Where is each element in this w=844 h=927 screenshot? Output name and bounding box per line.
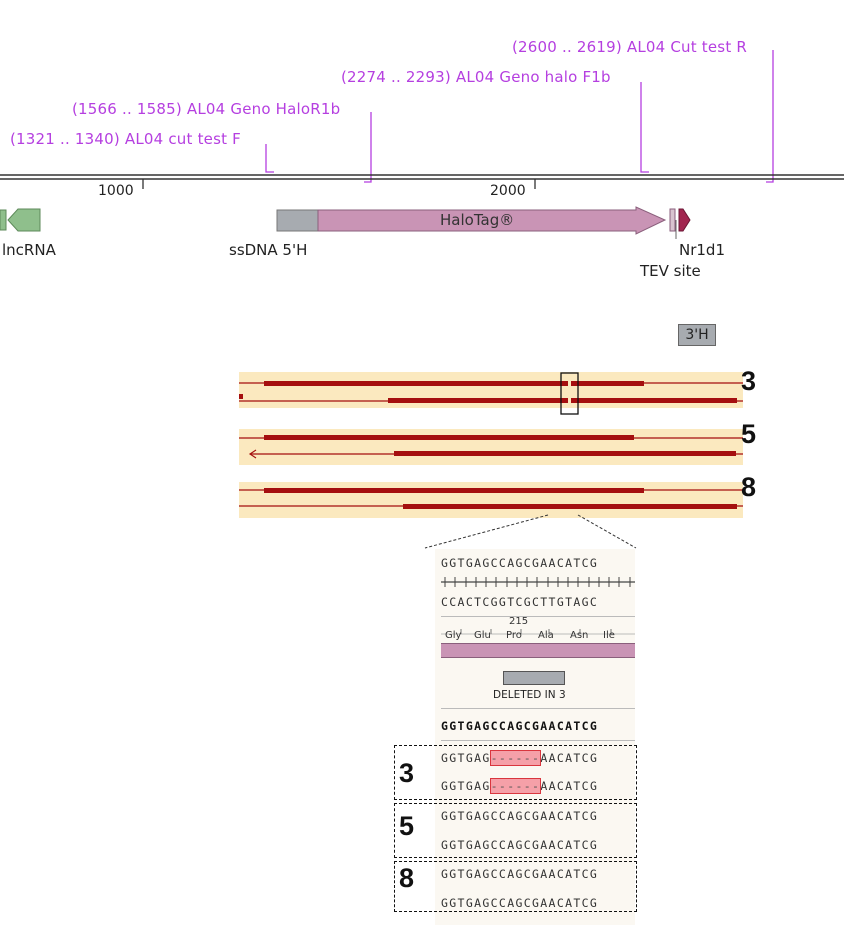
lncrna-feature-left [0,209,7,231]
read-8b: GGTGAGCCAGCGAACATCG [441,896,599,910]
read-3b-right: AACATCG [540,779,599,793]
read-tracks [239,372,743,518]
read-3b-left: GGTGAG [441,779,491,793]
lncrna-label: lncRNA [2,241,56,259]
tev-site-feature [669,208,676,232]
feature-separator [441,708,635,709]
three-h-badge: 3'H [678,324,716,346]
sequence-backbone [0,174,844,189]
bottom-strand-sequence: CCACTCGGTCGCTTGTAGC [441,595,599,609]
consensus-separator [441,740,635,741]
zoom-guides [424,514,637,549]
ssdna-5h-label: ssDNA 5'H [229,241,308,259]
halotag-feature-bar [441,643,635,658]
read-3a: GGTGAG------AACATCG [441,750,599,766]
primer-marker-cut-test-f [265,144,274,173]
consensus-sequence: GGTGAGCCAGCGAACATCG [441,719,599,733]
read-3a-left: GGTGAG [441,751,491,765]
primer-label-cut-test-f[interactable]: (1321 .. 1340) AL04 cut test F [10,130,241,148]
read-track-label-5: 5 [741,419,757,449]
amino-acid-gly: Gly [445,630,462,641]
primer-label-geno-halo-f1b[interactable]: (2274 .. 2293) AL04 Geno halo F1b [341,68,611,86]
primer-label-cut-test-r[interactable]: (2600 .. 2619) AL04 Cut test R [512,38,747,56]
read-3b: GGTGAG------AACATCG [441,778,599,794]
amino-acid-ala: Ala [538,630,554,641]
primer-marker-cut-test-r [766,50,774,183]
amino-acid-glu: Glu [474,630,491,641]
three-h-label: 3'H [685,327,709,343]
nr1d1-label: Nr1d1 [679,241,725,259]
primer-marker-geno-halor1b [364,112,372,183]
strand-separator [441,616,635,617]
position-label-215: 215 [509,616,529,627]
deletion-feature [503,671,565,685]
top-strand-sequence: GGTGAGCCAGCGAACATCG [441,556,599,570]
primer-label-geno-halor1b[interactable]: (1566 .. 1585) AL04 Geno HaloR1b [72,100,341,118]
primer-marker-geno-halo-f1b [640,82,649,173]
deletion-locus-box [560,372,579,415]
strand-ticks [441,577,635,587]
nr1d1-feature [678,208,691,232]
lncrna-feature [7,208,41,232]
primer-markers [265,50,774,183]
sample-group-label-8: 8 [399,863,415,893]
amino-acid-ile: Ile [603,630,615,641]
read-5b: GGTGAGCCAGCGAACATCG [441,838,599,852]
sample-group-3 [394,745,637,800]
sample-group-5 [394,803,637,858]
sample-group-label-3: 3 [399,758,415,788]
read-8a: GGTGAGCCAGCGAACATCG [441,867,599,881]
halotag-feature [317,206,667,235]
feature-track [0,206,691,239]
read-track-3 [239,372,743,415]
read-3a-right: AACATCG [540,751,599,765]
amino-acid-pro: Pro [506,630,522,641]
sample-group-label-5: 5 [399,811,415,841]
read-track-5 [239,429,743,465]
halotag-label: HaloTag® [440,211,515,229]
sample-group-8 [394,861,637,912]
read-3b-gap: ------ [489,778,542,794]
read-5a: GGTGAGCCAGCGAACATCG [441,809,599,823]
zoom-panel: GGTGAGCCAGCGAACATCG CCACTCGGTCGCTTGTAGC … [435,549,635,925]
ssdna-5h-feature [276,209,319,232]
ruler-label-1000: 1000 [98,183,134,199]
position-ruler [441,629,635,635]
deletion-label: DELETED IN 3 [493,689,566,701]
ruler-label-2000: 2000 [490,183,526,199]
amino-acid-asn: Asn [570,630,589,641]
read-track-8 [239,482,743,518]
read-track-label-3: 3 [741,366,757,396]
read-track-label-8: 8 [741,472,757,502]
tev-site-label: TEV site [640,262,701,280]
read-3a-gap: ------ [489,750,542,766]
